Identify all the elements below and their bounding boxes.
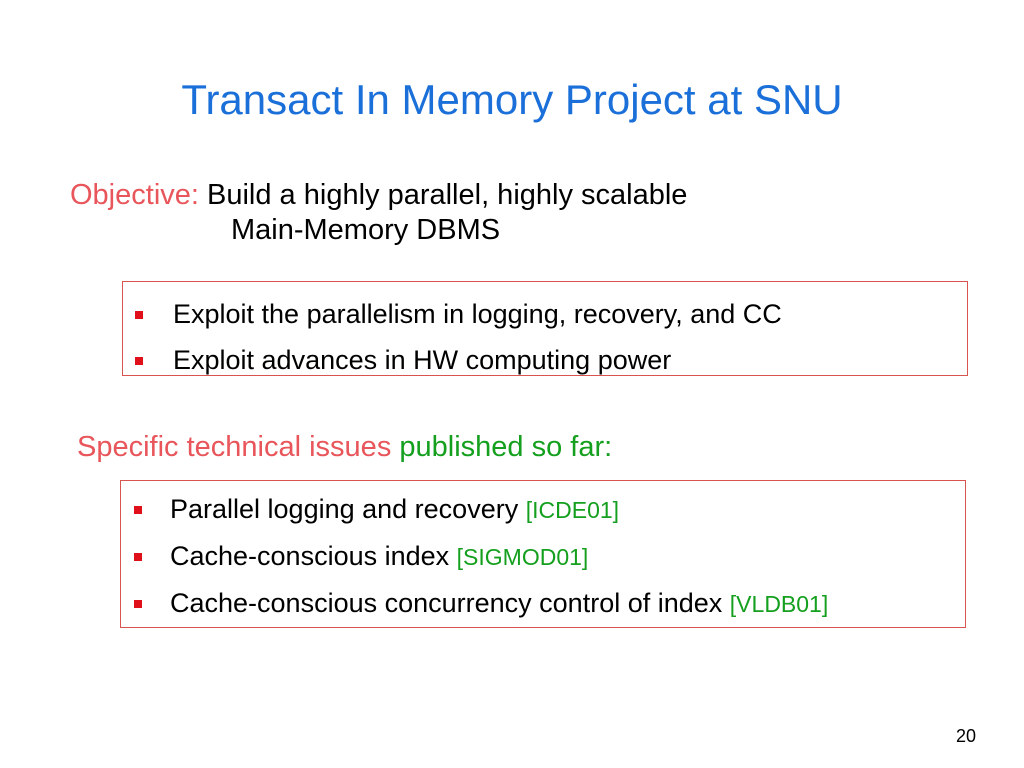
issues-heading: Specific technical issues published so f… <box>77 430 612 465</box>
publication-ref: [ICDE01] <box>525 497 620 523</box>
publication-text: Cache-conscious concurrency control of i… <box>170 588 723 618</box>
objective-point: Exploit advances in HW computing power <box>123 337 967 383</box>
objective-point-text: Exploit the parallelism in logging, reco… <box>173 299 782 329</box>
objective-points-list: Exploit the parallelism in logging, reco… <box>123 282 967 383</box>
publications-list: Parallel logging and recovery [ICDE01] C… <box>121 481 965 627</box>
objective-block: Objective: Build a highly parallel, high… <box>70 178 687 248</box>
objective-label: Objective: <box>70 179 199 211</box>
objective-line-2: Main-Memory DBMS <box>231 214 501 246</box>
square-bullet-icon <box>135 311 143 319</box>
publication-item: Cache-conscious concurrency control of i… <box>121 580 965 627</box>
square-bullet-icon <box>134 506 142 514</box>
publication-text: Cache-conscious index <box>170 541 450 571</box>
square-bullet-icon <box>134 553 142 561</box>
square-bullet-icon <box>135 357 143 365</box>
publications-box: Parallel logging and recovery [ICDE01] C… <box>120 480 966 628</box>
publication-ref: [SIGMOD01] <box>456 544 589 570</box>
objective-line-1: Build a highly parallel, highly scalable <box>207 179 688 211</box>
publication-text: Parallel logging and recovery <box>170 494 519 524</box>
publication-item: Parallel logging and recovery [ICDE01] <box>121 486 965 533</box>
issues-heading-part-2: published so far: <box>399 431 613 463</box>
objective-point-text: Exploit advances in HW computing power <box>173 345 672 375</box>
publication-item: Cache-conscious index [SIGMOD01] <box>121 533 965 580</box>
objective-point: Exploit the parallelism in logging, reco… <box>123 291 967 337</box>
publication-ref: [VLDB01] <box>729 591 829 617</box>
issues-heading-part-1: Specific technical issues <box>77 431 392 463</box>
square-bullet-icon <box>134 600 142 608</box>
page-number: 20 <box>955 726 976 746</box>
objective-points-box: Exploit the parallelism in logging, reco… <box>122 281 968 376</box>
slide-title: Transact In Memory Project at SNU <box>181 76 843 123</box>
